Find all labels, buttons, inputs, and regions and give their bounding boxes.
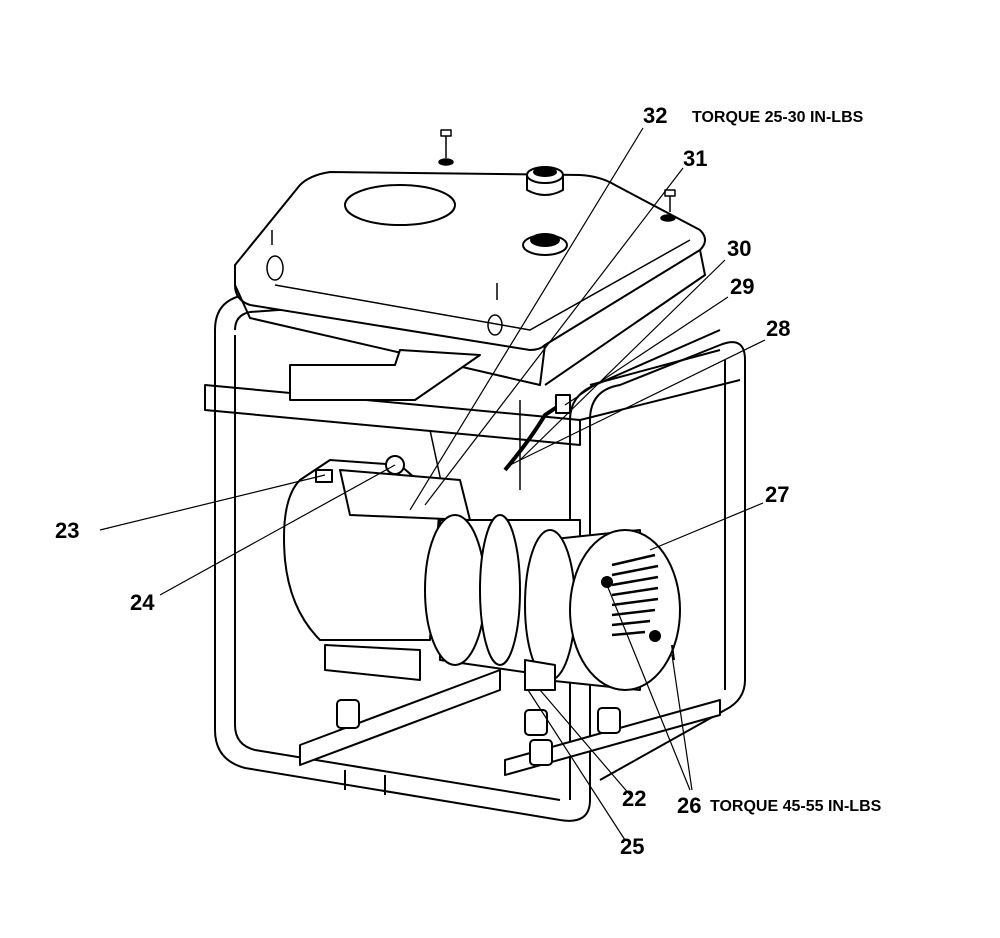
through-bolt (649, 630, 661, 642)
torque-note-bottom: TORQUE 45-55 IN-LBS (710, 798, 882, 815)
leader-lines (99, 127, 766, 841)
callout-31: 31 (683, 146, 708, 171)
alternator-foot (524, 659, 556, 691)
base-plate (299, 669, 721, 776)
callout-26: 26 (677, 793, 702, 818)
callout-28: 28 (766, 316, 791, 341)
rear-end-cover (569, 529, 681, 691)
tank-bolts (266, 129, 676, 336)
alternator (424, 514, 681, 691)
fuel-tank (234, 166, 706, 386)
callout-27: 27 (765, 482, 790, 507)
tube-frame (204, 279, 746, 822)
callout-32: 32 (643, 103, 668, 128)
callout-23: 23 (55, 518, 80, 543)
fuel-valve (555, 394, 571, 414)
callout-22: 22 (622, 786, 647, 811)
vibration-mount (336, 699, 360, 729)
crossbar (204, 384, 581, 446)
hose-clamp (315, 469, 333, 483)
callout-24: 24 (130, 590, 155, 615)
fuel-cap (526, 166, 564, 196)
vibration-mount (597, 707, 621, 734)
screw (671, 644, 675, 661)
vibration-mount (524, 709, 548, 736)
through-bolt (601, 576, 613, 588)
vibration-mount (529, 739, 553, 766)
engine-mount (324, 644, 421, 681)
callout-29: 29 (730, 274, 755, 299)
heat-shield (289, 349, 481, 401)
callout-30: 30 (727, 236, 752, 261)
fuel-line (503, 403, 562, 472)
callout-25: 25 (620, 834, 645, 859)
torque-note-top: TORQUE 25-30 IN-LBS (692, 109, 864, 126)
